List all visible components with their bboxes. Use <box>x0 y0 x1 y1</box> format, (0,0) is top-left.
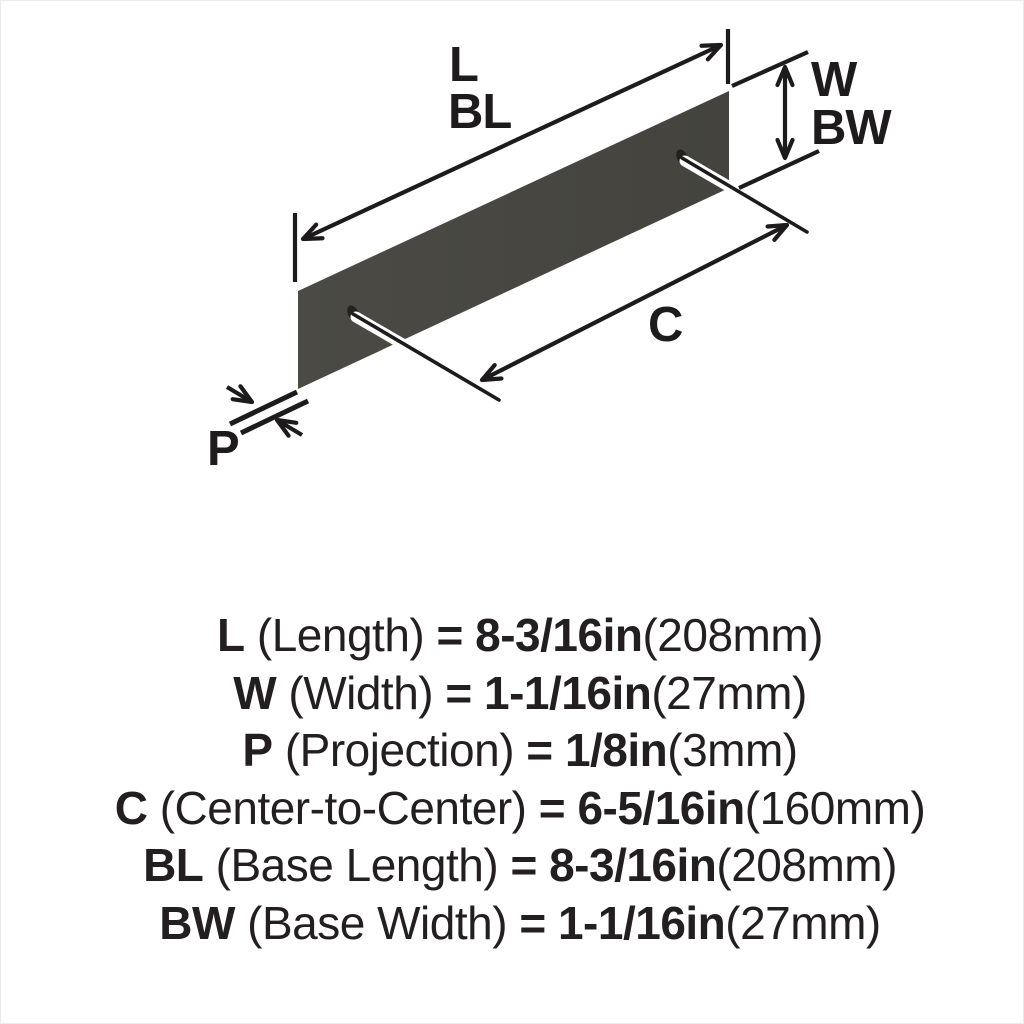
legend-metric: (27mm) <box>651 666 807 719</box>
legend-row-width: W (Width) = 1-1/16in(27mm) <box>15 665 1023 723</box>
legend-value: = 6-5/16in <box>538 781 745 834</box>
hole-leader-left <box>350 311 507 407</box>
legend-metric: (3mm) <box>667 724 798 777</box>
label-base-length: BL <box>448 85 511 139</box>
label-center-to-center: C <box>648 298 683 352</box>
width-extension-bottom <box>738 149 820 190</box>
projection-arrow-upper <box>225 384 255 405</box>
legend-code: L <box>217 609 245 661</box>
label-projection: P <box>207 422 239 476</box>
center-dimension-line <box>479 222 790 383</box>
legend-value: = 1-1/16in <box>445 666 652 719</box>
legend-name: (Base Length) <box>203 839 511 892</box>
legend-row-base-length: BL (Base Length) = 8-3/16in(208mm) <box>15 837 1023 895</box>
legend-code: BL <box>143 839 204 892</box>
legend-row-center-to-center: C (Center-to-Center) = 6-5/16in(160mm) <box>15 780 1023 838</box>
label-base-width: BW <box>811 101 892 155</box>
legend-metric: (160mm) <box>744 781 926 834</box>
legend-value: = 1-1/16in <box>519 896 726 949</box>
dimension-length <box>292 29 731 282</box>
legend-code: BW <box>159 896 235 949</box>
width-extension-top <box>731 50 809 88</box>
legend-value: = 8-3/16in <box>436 609 643 661</box>
projection-line-back <box>239 398 310 436</box>
legend-code: P <box>242 724 273 777</box>
legend-name: (Length) <box>244 609 437 661</box>
legend-code: W <box>233 666 277 719</box>
legend-row-base-width: BW (Base Width) = 1-1/16in(27mm) <box>15 895 1023 953</box>
legend-value: = 1/8in <box>526 724 668 777</box>
legend: L (Length) = 8-3/16in(208mm) W (Width) =… <box>1 607 1023 953</box>
dimension-center <box>479 222 790 383</box>
dimension-width <box>731 50 820 190</box>
length-dimension-line <box>300 42 724 242</box>
legend-code: C <box>114 781 148 834</box>
legend-name: (Width) <box>276 666 446 719</box>
label-length: L <box>449 38 478 92</box>
projection-arrow-lower <box>274 417 304 438</box>
legend-metric: (208mm) <box>716 839 897 892</box>
legend-name: (Projection) <box>272 724 527 777</box>
legend-name: (Base Width) <box>234 896 520 949</box>
label-width: W <box>811 53 858 107</box>
legend-row-length: L (Length) = 8-3/16in(208mm) <box>15 607 1023 665</box>
legend-metric: (208mm) <box>642 609 823 661</box>
legend-metric: (27mm) <box>725 896 881 949</box>
projection-line-front <box>228 389 299 427</box>
legend-value: = 8-3/16in <box>510 839 717 892</box>
legend-name: (Center-to-Center) <box>147 781 539 834</box>
legend-row-projection: P (Projection) = 1/8in(3mm) <box>15 722 1023 780</box>
dimension-projection <box>225 384 310 438</box>
